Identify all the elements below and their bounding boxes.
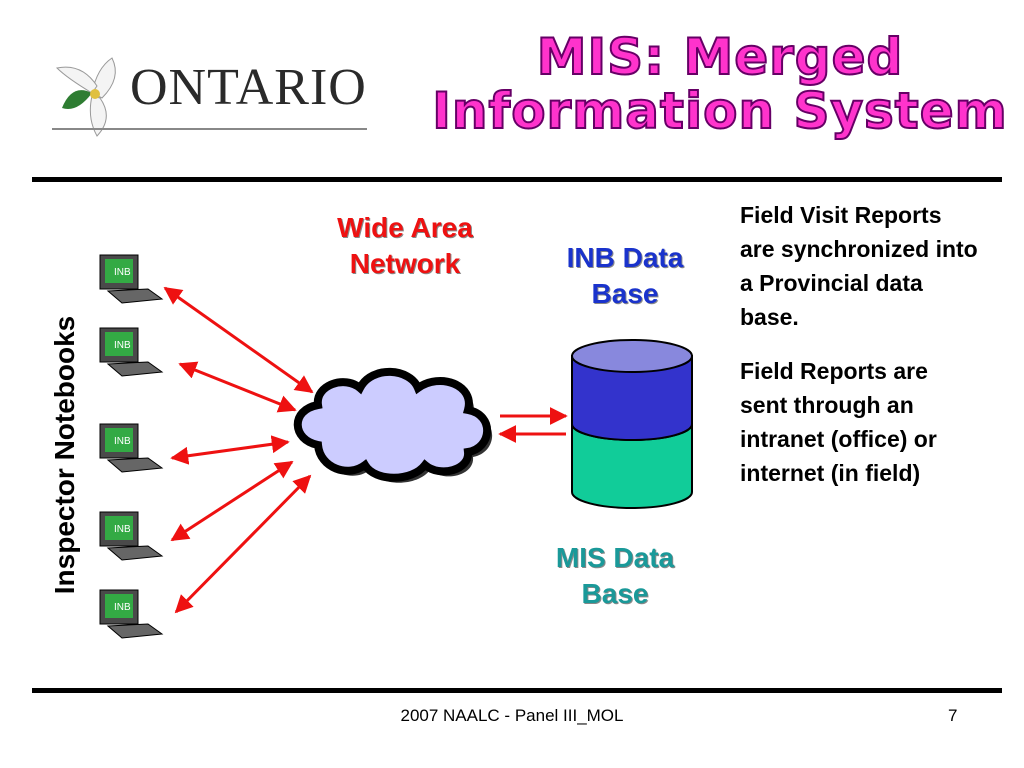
notebook-1-label: INB	[114, 267, 131, 278]
notebook-4-label: INB	[114, 524, 131, 535]
notebook-1: INB	[99, 254, 164, 304]
arrow-notebook-5	[174, 474, 312, 614]
inb-line-2: Base	[591, 278, 659, 309]
notebook-3: INB	[99, 423, 164, 473]
logo-text: ONTARIO	[130, 59, 367, 116]
title-line-1: MIS: Merged	[536, 28, 904, 86]
description-text: Field Visit Reports are synchronized int…	[740, 198, 980, 510]
cloud-icon	[293, 367, 493, 483]
notebook-2: INB	[99, 327, 164, 377]
arrow-notebook-2	[178, 361, 297, 413]
wan-line-2: Network	[349, 248, 461, 279]
mis-database-label: MIS Data Base	[530, 540, 700, 612]
inb-line-1: INB Data	[566, 242, 684, 273]
arrow-notebook-4	[170, 460, 294, 542]
title-line-2: Information System	[431, 82, 1008, 140]
arrow-notebook-3	[170, 435, 290, 465]
description-para-2: Field Reports are sent through an intran…	[740, 358, 937, 486]
top-divider	[32, 177, 1002, 182]
slide-title: MIS: Merged Information System	[420, 28, 1020, 140]
footer-text: 2007 NAALC - Panel III_MOL	[400, 706, 624, 725]
notebook-2-label: INB	[114, 340, 131, 351]
trillium-icon	[55, 57, 116, 137]
notebook-3-label: INB	[114, 436, 131, 447]
mis-line-1: MIS Data	[555, 542, 675, 573]
notebook-4: INB	[99, 511, 164, 561]
arrow-notebook-1	[163, 286, 314, 394]
wide-area-network-label: Wide Area Network	[300, 210, 510, 282]
mis-line-2: Base	[581, 578, 649, 609]
description-para-1: Field Visit Reports are synchronized int…	[740, 202, 978, 330]
wan-line-1: Wide Area	[337, 212, 473, 243]
database-icon	[571, 339, 693, 509]
notebook-5: INB	[99, 589, 164, 639]
page-number: 7	[948, 706, 958, 725]
inb-database-label: INB Data Base	[540, 240, 710, 312]
logo-underline	[52, 128, 367, 130]
ontario-logo	[52, 48, 372, 138]
bottom-divider	[32, 688, 1002, 693]
notebook-5-label: INB	[114, 602, 131, 613]
